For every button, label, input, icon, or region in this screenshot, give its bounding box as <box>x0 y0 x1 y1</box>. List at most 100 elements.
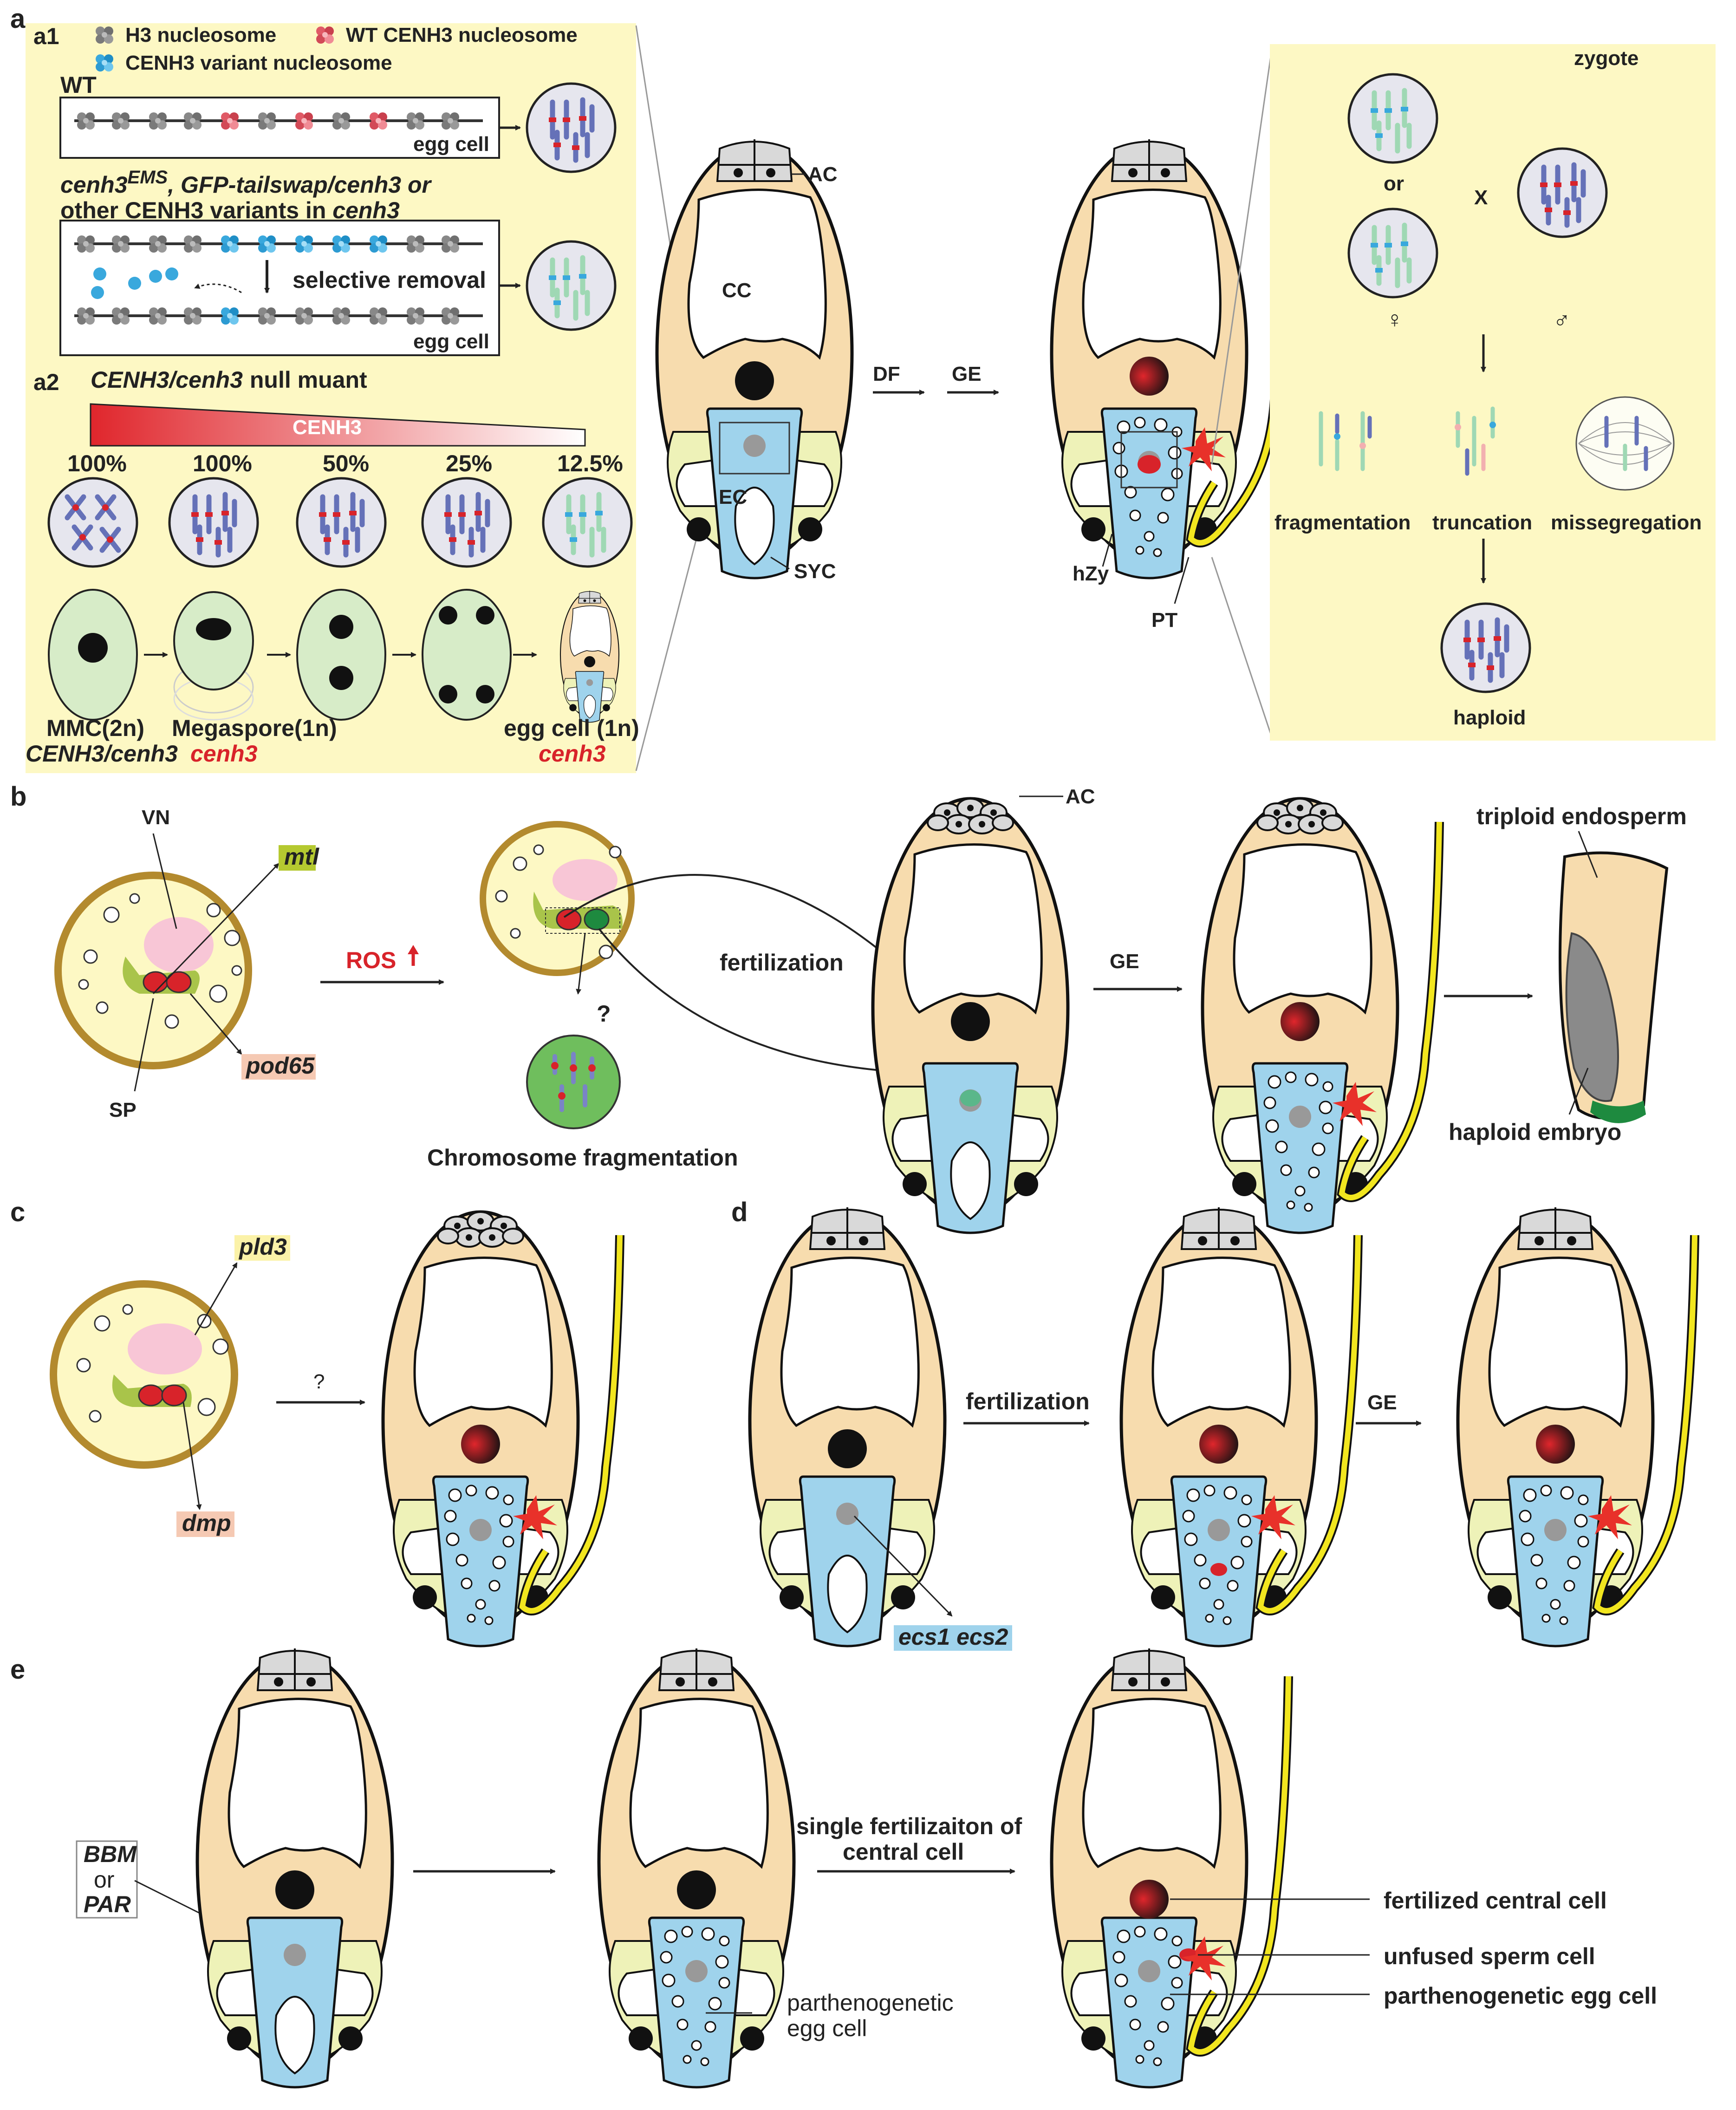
ge-label-a: GE <box>952 363 982 385</box>
ac-label-a: AC <box>808 163 838 186</box>
pollen-grain-b2 <box>480 821 635 976</box>
pt-label: PT <box>1151 609 1177 632</box>
pollen-grain-c <box>50 1280 238 1469</box>
mmc-label: MMC(2n) <box>46 715 144 741</box>
svg-text:100%: 100% <box>67 450 127 476</box>
ge-label-b: GE <box>1110 950 1139 973</box>
pod65-label: pod65 <box>245 1053 315 1079</box>
ovule-d3 <box>1458 1206 1699 1646</box>
haploid-embryo-label: haploid embryo <box>1449 1119 1621 1145</box>
removed-variant-nucleosomes <box>91 267 178 299</box>
legend-wt-cenh3: WT CENH3 nucleosome <box>346 24 578 46</box>
ac-label-b: AC <box>1066 785 1095 808</box>
ovule-b2 <box>1203 799 1444 1233</box>
panel-b-label: b <box>10 781 26 812</box>
percent-row: 100% 100% 50% 25% 12.5% <box>67 450 623 476</box>
megaspore-genotype: cenh3 <box>190 741 258 767</box>
panel-a-label: a <box>10 4 26 34</box>
chromosomes-12-5 <box>543 478 631 567</box>
legend: H3 nucleosome WT CENH3 nucleosome CENH3 … <box>96 24 578 74</box>
mmc-chromosomes <box>49 478 137 567</box>
chromosomes-50 <box>297 478 385 567</box>
truncation-label: truncation <box>1432 511 1532 534</box>
megagametogenesis-row <box>48 589 620 723</box>
legend-h3: H3 nucleosome <box>125 24 276 46</box>
pod65-tag <box>241 1054 316 1080</box>
ovule-after-fertilization <box>1052 138 1293 578</box>
mmc-genotype: CENH3/cenh3 <box>26 741 178 767</box>
female-chromosomes-2 <box>1349 209 1437 297</box>
panel-a2-label: a2 <box>33 369 59 395</box>
triploid-endosperm-label: triploid endosperm <box>1476 803 1687 829</box>
wt-nucleosome-strand <box>74 112 483 130</box>
single-fertilization-label-b: central cell <box>843 1839 964 1865</box>
bbm-par-box <box>76 1840 138 1919</box>
truncation-chromosomes <box>1455 406 1496 476</box>
question-mark-c: ? <box>313 1370 325 1393</box>
egg-cell-label-1: egg cell <box>413 133 489 156</box>
variant-nucleosome-strand-bottom <box>74 307 483 325</box>
female-symbol: ♀ <box>1386 306 1404 332</box>
par-label: PAR <box>84 1891 131 1917</box>
single-fertilization-label-a: single fertilizaiton of <box>796 1813 1022 1839</box>
variant-egg-chromosomes <box>527 241 615 330</box>
cross-symbol: X <box>1474 186 1488 209</box>
variant-nucleosome-strand-top <box>74 235 483 253</box>
megaspore-chromosomes <box>169 478 258 567</box>
mutant-genotype-line2: other CENH3 variants in cenh3 <box>60 197 400 223</box>
ecs-tag <box>894 1625 1012 1651</box>
ec-label: EC <box>719 486 747 508</box>
fertilization-label-d: fertilization <box>966 1388 1090 1414</box>
cc-label: CC <box>722 279 752 302</box>
chromosome-fragmentation-label: Chromosome fragmentation <box>427 1145 738 1171</box>
ovule-c <box>383 1212 624 1646</box>
cenh3-gradient <box>90 403 586 447</box>
parthenogenetic-label-a: parthenogenetic <box>787 1990 954 2016</box>
or-label-e: or <box>94 1867 114 1893</box>
svg-text:12.5%: 12.5% <box>557 450 623 476</box>
fertilized-central-cell-label: fertilized central cell <box>1384 1888 1607 1914</box>
missegregation-spindle <box>1575 396 1675 491</box>
sp-label: SP <box>109 1099 137 1121</box>
dmp-tag <box>176 1511 234 1537</box>
fertilization-label-b: fertilization <box>720 950 844 976</box>
ecs-label: ecs1 ecs2 <box>898 1624 1008 1650</box>
ovule-d1 <box>750 1206 945 1646</box>
selective-removal-label: selective removal <box>293 267 486 293</box>
parthenogenetic-label-b: egg cell <box>787 2015 867 2041</box>
ros-label: ROS <box>346 947 396 973</box>
ovule-d2 <box>1121 1206 1363 1646</box>
panel-c-label: c <box>10 1197 25 1227</box>
syc-label: SYC <box>794 560 836 583</box>
mtl-label: mtl <box>284 844 319 870</box>
legend-variant: CENH3 variant nucleosome <box>125 52 392 74</box>
egg-cell-genotype: cenh3 <box>539 741 606 767</box>
wt-strand-box <box>59 97 500 159</box>
egg-cell-1n-label: egg cell (1n) <box>504 715 639 741</box>
fragmentation-label: fragmentation <box>1274 511 1411 534</box>
ovule-before-fertilization <box>657 138 852 578</box>
pld3-tag <box>234 1235 290 1261</box>
maize-kernel <box>1559 851 1669 1123</box>
mtl-tag <box>279 845 316 871</box>
bbm-label: BBM <box>84 1841 137 1867</box>
df-label: DF <box>873 363 900 385</box>
unfused-sperm-label: unfused sperm cell <box>1384 1943 1595 1969</box>
or-label: or <box>1384 172 1404 195</box>
zygote-label: zygote <box>1574 47 1638 70</box>
dmp-label: dmp <box>182 1510 231 1536</box>
ovule-e2 <box>599 1648 794 2087</box>
parthenogenetic-egg-label: parthenogenetic egg cell <box>1384 1983 1657 2009</box>
wt-label: WT <box>60 72 97 98</box>
haploid-label: haploid <box>1453 706 1526 729</box>
pollen-grain-b <box>54 872 252 1069</box>
question-mark-b: ? <box>597 1001 611 1027</box>
hzy-label: hZy <box>1073 562 1109 585</box>
fragmentation-chromosomes <box>1319 411 1372 471</box>
ovule-e3 <box>1052 1648 1293 2087</box>
panel-e-label: e <box>10 1654 25 1685</box>
haploid-chromosomes <box>1442 604 1530 692</box>
svg-text:25%: 25% <box>446 450 492 476</box>
svg-text:100%: 100% <box>193 450 252 476</box>
